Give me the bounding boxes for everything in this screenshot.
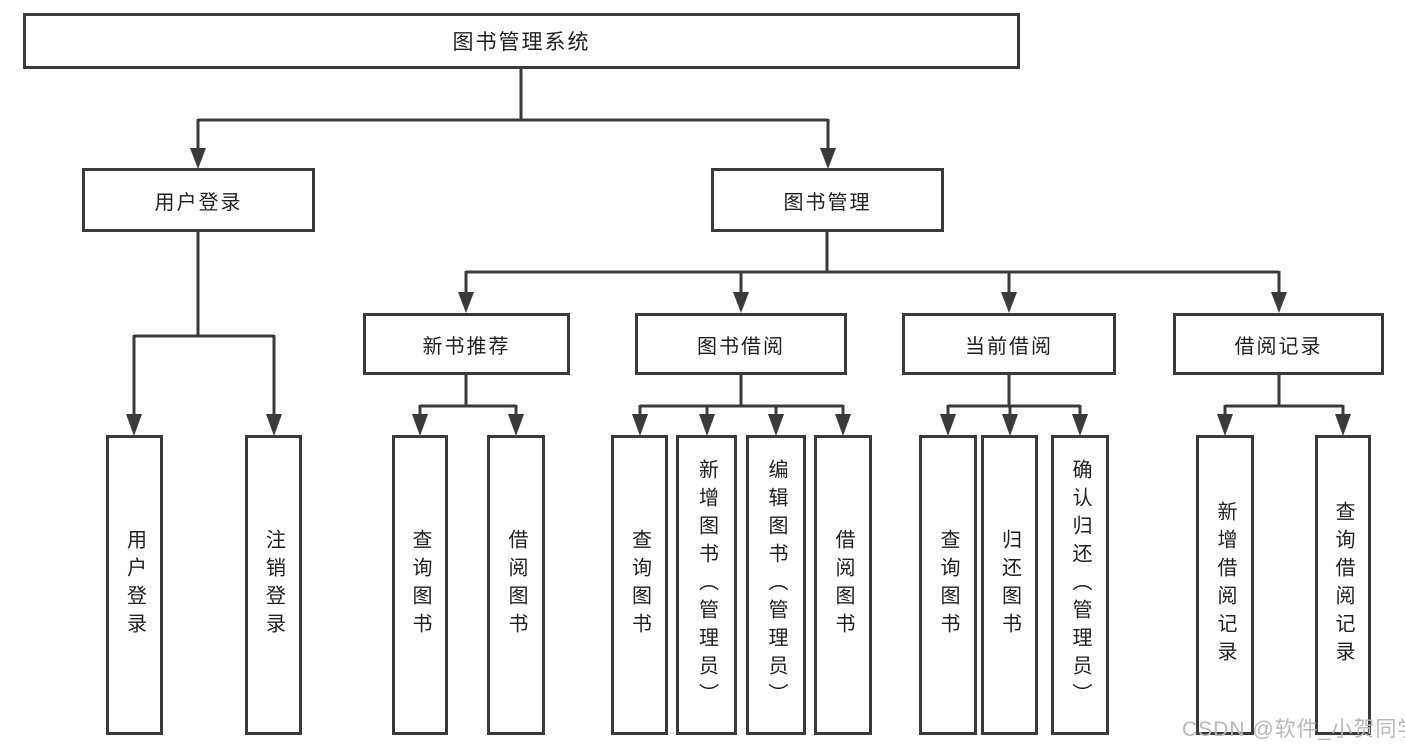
- leaf-borrow-books-recommend: 借阅图书: [487, 435, 545, 735]
- node-label: 当前借阅: [965, 335, 1053, 358]
- node-label: 编辑图书（管理员）: [765, 459, 787, 711]
- node-current-borrowing: 当前借阅: [902, 313, 1116, 375]
- node-library-system: 图书管理系统: [23, 13, 1020, 69]
- node-label: 确认归还（管理员）: [1069, 459, 1091, 711]
- node-book-management: 图书管理: [711, 168, 944, 232]
- node-label: 新书推荐: [422, 335, 511, 358]
- node-label: 查询图书: [628, 529, 651, 641]
- node-label: 归还图书: [998, 529, 1021, 641]
- node-label: 借阅记录: [1234, 335, 1323, 358]
- node-label: 图书管理系统: [452, 31, 591, 54]
- node-label: 注销登录: [262, 529, 285, 641]
- node-borrowing-records: 借阅记录: [1173, 313, 1384, 375]
- node-user-login: 用户登录: [82, 168, 315, 232]
- leaf-query-books-current: 查询图书: [919, 435, 977, 735]
- node-book-borrowing: 图书借阅: [635, 313, 847, 375]
- watermark: CSDN @软件_小贺同学: [1182, 718, 1405, 741]
- leaf-user-login: 用户登录: [106, 435, 163, 735]
- node-label: 查询图书: [937, 529, 959, 641]
- leaf-return-books: 归还图书: [981, 435, 1038, 735]
- node-new-book-recommendation: 新书推荐: [363, 313, 570, 375]
- leaf-query-books-borrow: 查询图书: [611, 435, 668, 735]
- node-label: 图书借阅: [697, 335, 785, 358]
- node-label: 图书管理: [783, 191, 872, 214]
- node-label: 新增图书（管理员）: [695, 459, 718, 711]
- leaf-add-books-admin: 新增图书（管理员）: [676, 435, 737, 735]
- node-label: 用户登录: [123, 529, 146, 641]
- leaf-add-borrow-record: 新增借阅记录: [1196, 435, 1254, 735]
- leaf-query-borrow-record: 查询借阅记录: [1315, 435, 1371, 735]
- leaf-edit-books-admin: 编辑图书（管理员）: [746, 435, 806, 735]
- node-label: 用户登录: [154, 191, 243, 214]
- leaf-logout: 注销登录: [245, 435, 302, 735]
- node-label: 新增借阅记录: [1214, 501, 1236, 669]
- node-label: 借阅图书: [505, 529, 527, 641]
- node-label: 借阅图书: [832, 529, 854, 641]
- node-label: 查询借阅记录: [1332, 501, 1354, 669]
- node-label: 查询图书: [409, 529, 431, 641]
- leaf-borrow-books: 借阅图书: [814, 435, 872, 735]
- leaf-query-books-recommend: 查询图书: [392, 435, 448, 735]
- leaf-confirm-return-admin: 确认归还（管理员）: [1051, 435, 1109, 735]
